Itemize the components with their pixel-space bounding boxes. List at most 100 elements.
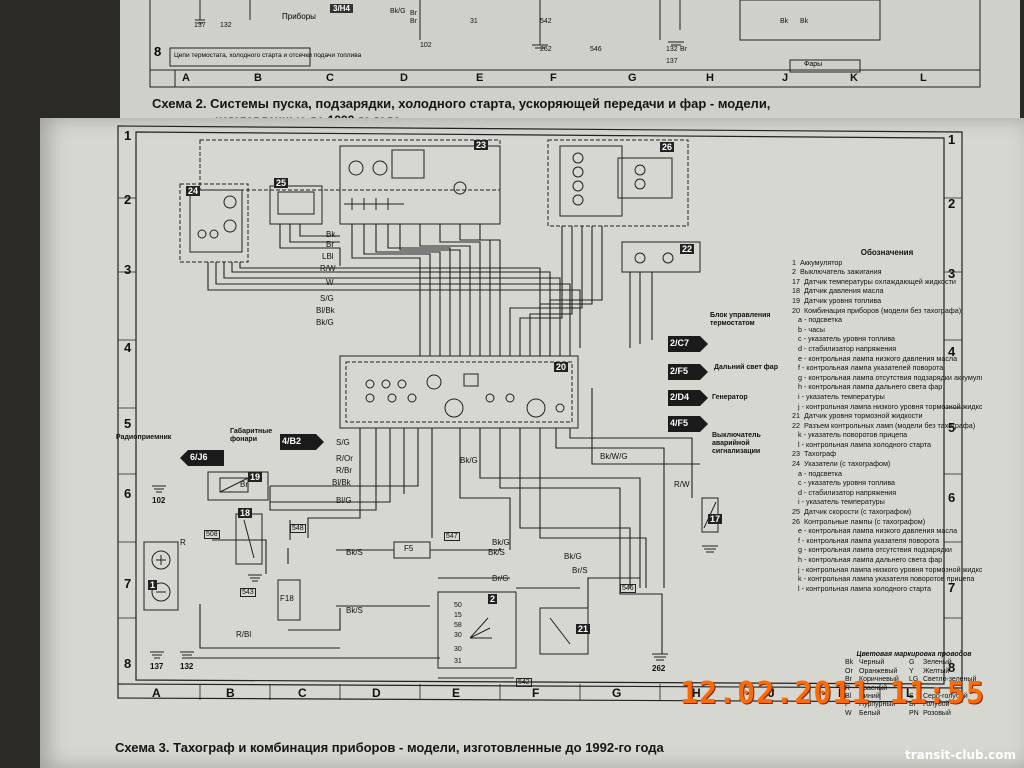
wire-label: Bk/S [346, 606, 363, 615]
wire-label: Bk/G [564, 552, 582, 561]
row-label-left: 7 [124, 576, 132, 591]
reference-arrows [180, 336, 708, 466]
top-wire-label: Bk [780, 18, 789, 25]
reference-id: 6/J6 [190, 452, 208, 462]
color-cell: LG [909, 676, 919, 684]
color-cell: R [845, 684, 851, 692]
top-column-label: G [628, 72, 637, 84]
reference-text: Габаритные фонари [230, 428, 273, 443]
row-label-right: 2 [948, 196, 956, 211]
top-column-label: K [850, 72, 858, 84]
top-column-label: B [254, 72, 262, 84]
color-cell: Желтый [923, 667, 950, 675]
legend-item: 21 Датчик уровня тормозной жидкости [792, 411, 923, 421]
camera-timestamp: 12.02.2011 11:55 [680, 676, 985, 711]
row-label-left: 5 [124, 416, 132, 431]
reference-id: 2/C7 [670, 338, 690, 348]
color-cell: Пурпурный [859, 701, 896, 709]
legend-item: 17 Датчик температуры охлаждающей жидкос… [792, 276, 956, 286]
legend-item: 18 Датчик давления масла [792, 286, 884, 296]
top-wire-label: 102 [420, 42, 432, 49]
legend-item: e - контрольная лампа низкого давления м… [792, 526, 958, 536]
wire-label: Br [240, 480, 248, 489]
legend-item: d - стабилизатор напряжения [792, 343, 897, 353]
color-cell: Br [845, 676, 852, 684]
reference-id: 2/D4 [670, 392, 690, 402]
row-label-left: 1 [124, 128, 132, 143]
legend-item: c - указатель уровня топлива [792, 478, 896, 488]
reference-text: Дальний свет фар [714, 364, 778, 371]
color-cell: W [845, 709, 852, 717]
connector-number: 542 [516, 678, 532, 687]
component-18-oil-sensor [235, 513, 263, 565]
column-label: K [838, 686, 847, 700]
wire-label: Bk/S [346, 548, 363, 557]
top-wire-label: 262 [540, 46, 552, 53]
column-label: D [372, 686, 381, 700]
row-label-right: 4 [948, 344, 956, 359]
column-label: G [612, 686, 622, 700]
column-label: H [692, 686, 701, 700]
legend-item: 26 Контрольные лампы (с тахографом) [792, 516, 926, 526]
ground-number: 137 [150, 662, 164, 671]
top-caption: Схема 2. Системы пуска, подзарядки, холо… [152, 96, 771, 111]
color-cell: Or [845, 667, 853, 675]
reference-text: Блок управления термостатом [710, 312, 771, 327]
legend-item: i - указатель температуры [792, 497, 885, 507]
reference-id: 4/B2 [282, 436, 302, 446]
wire-label: R/Bl [236, 630, 252, 639]
color-cell: Оранжевый [859, 667, 898, 675]
top-column-label: H [706, 72, 714, 84]
connector-number: 508 [204, 530, 220, 539]
legend-item: 25 Датчик скорости (с тахографом) [792, 507, 912, 517]
color-cell: Светло-зеленый [923, 676, 977, 684]
top-column-label: C [326, 72, 334, 84]
reference-text: Генератор [712, 394, 748, 401]
component-number: 20 [554, 362, 569, 372]
wire-label: R/Or [336, 454, 353, 463]
terminal-number: 31 [454, 658, 462, 665]
wire-label: Bl/Bk [332, 478, 351, 487]
top-wire-label: Br [680, 46, 687, 53]
wire-label: Bk/S [488, 548, 505, 557]
component-22-connector [621, 241, 701, 273]
wire-colors-title: Цветовая маркировка проводов [856, 651, 972, 658]
row-label-right: 8 [948, 660, 956, 675]
legend-item: k - контрольная лампа указателя поворото… [792, 574, 975, 584]
connector-number: 543 [240, 588, 256, 597]
wire-label: Bk/G [316, 318, 334, 327]
reference-text: Радиоприемник [116, 434, 172, 441]
terminal-number: 58 [454, 622, 462, 629]
component-number: 19 [248, 472, 263, 482]
ground-number: 132 [180, 662, 194, 671]
reference-id: 4/F5 [670, 418, 689, 428]
wire-label: Bk [326, 230, 336, 239]
top-wire-label: 137 [666, 58, 678, 65]
top-wire-label: 546 [590, 46, 602, 53]
wire-label: Bk/G [460, 456, 478, 465]
component-number: 1 [148, 580, 158, 590]
top-column-label: J [782, 72, 789, 84]
legend-item: a - подсветка [792, 315, 842, 325]
component-25-speed-sensor [269, 185, 323, 225]
legend-item: 2 Выключатель зажигания [792, 267, 882, 277]
component-26-lamps [547, 139, 689, 227]
legend-item: a - подсветка [792, 468, 842, 478]
row-dividers [118, 197, 962, 619]
row-label-right: 6 [948, 490, 956, 505]
legend-item: 19 Датчик уровня топлива [792, 295, 882, 305]
wire-label: R/W [320, 264, 336, 273]
top-wire-label: 31 [470, 18, 478, 25]
color-cell: Черный [859, 659, 885, 667]
top-wire-label: 132 [220, 22, 232, 29]
top-wire-label: 542 [540, 18, 552, 25]
color-cell: Коричневый [859, 676, 899, 684]
wire-label: Bk/G [492, 538, 510, 547]
terminal-number: 50 [454, 602, 462, 609]
component-1-battery [143, 541, 179, 611]
top-column-label: F [550, 72, 557, 84]
wire-label: S/G [320, 294, 334, 303]
